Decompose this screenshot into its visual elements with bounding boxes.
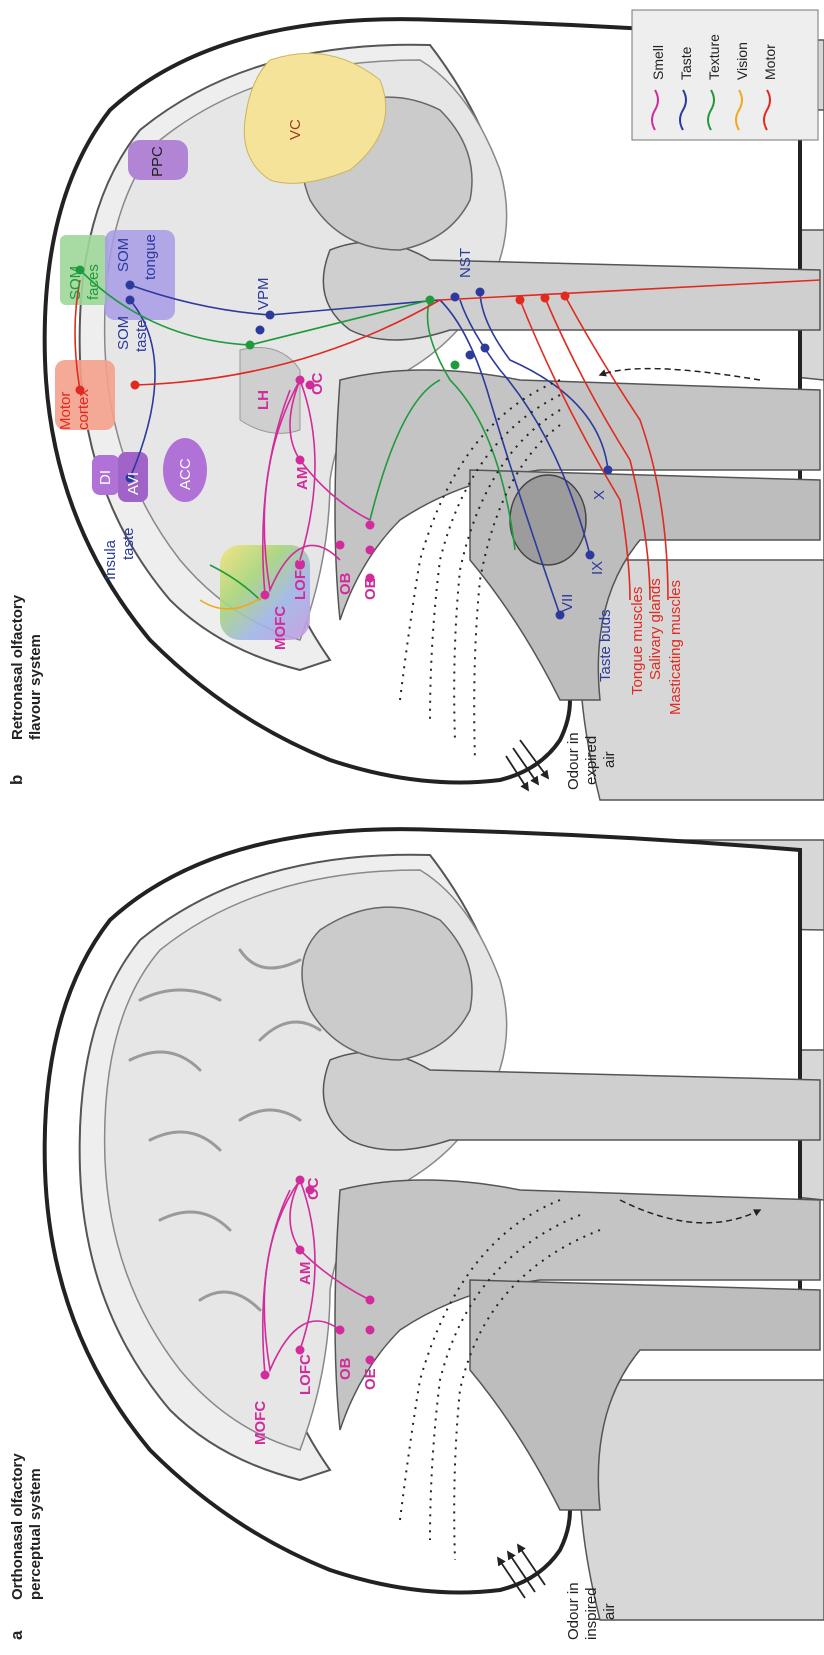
node-a-ob2 xyxy=(366,1296,375,1305)
label-odour-b-1: Odour in xyxy=(565,732,582,790)
node-motor-3 xyxy=(561,292,570,301)
label-salivary-glands: Salivary glands xyxy=(647,578,664,680)
legend: Smell Taste Texture Vision Motor xyxy=(632,10,818,140)
panel-a-letter: a xyxy=(7,1630,26,1640)
panel-b-title-1: Retronasal olfactory xyxy=(9,594,26,740)
label-som-faces-1: SOM xyxy=(67,266,84,300)
label-lh: LH xyxy=(255,390,272,410)
node-x xyxy=(604,466,613,475)
panel-b-title-2: flavour system xyxy=(27,634,44,740)
legend-label-texture: Texture xyxy=(706,34,722,80)
node-motor-2 xyxy=(541,294,550,303)
label-lofc: LOFC xyxy=(292,559,309,600)
node-am xyxy=(296,456,305,465)
label-a-ob: OB xyxy=(337,1357,354,1380)
label-a-am: AM xyxy=(297,1262,314,1285)
node-vpm-2 xyxy=(256,326,265,335)
label-odour-a-1: Odour in xyxy=(565,1582,582,1640)
label-odour-a-2: inspired xyxy=(583,1587,600,1640)
node-a-mofc xyxy=(261,1371,270,1380)
legend-label-smell: Smell xyxy=(650,45,666,80)
label-vii: VII xyxy=(559,594,576,612)
label-nst: NST xyxy=(457,248,474,278)
label-vc: VC xyxy=(287,119,304,140)
node-som-2 xyxy=(126,281,135,290)
label-motor-1: Motor xyxy=(57,392,74,430)
label-di: DI xyxy=(97,470,114,485)
label-a-oe: OE xyxy=(362,1368,379,1390)
node-a-lofc xyxy=(296,1346,305,1355)
node-nx-2 xyxy=(466,351,475,360)
label-oe: OE xyxy=(362,578,379,600)
node-som-3 xyxy=(126,296,135,305)
panel-a-title-2: perceptual system xyxy=(27,1468,44,1600)
node-lh xyxy=(296,376,305,385)
node-ob-2 xyxy=(366,521,375,530)
label-som-tongue-2: tongue xyxy=(142,234,159,280)
label-masticating-muscles: Masticating muscles xyxy=(667,580,684,715)
label-a-lofc: LOFC xyxy=(297,1354,314,1395)
label-acc: ACC xyxy=(177,458,194,490)
legend-label-vision: Vision xyxy=(734,42,750,80)
node-nst-3 xyxy=(476,288,485,297)
label-som-tongue-1: SOM xyxy=(115,238,132,272)
label-ob: OB xyxy=(337,572,354,595)
label-tongue-muscles: Tongue muscles xyxy=(629,587,646,695)
node-a-oc xyxy=(296,1176,305,1185)
node-nx-1 xyxy=(451,361,460,370)
label-am: AM xyxy=(294,467,311,490)
label-som-faces-2: faces xyxy=(85,264,102,300)
label-som-taste-2: taste xyxy=(133,319,150,352)
tongue-b xyxy=(510,475,586,565)
panel-a-title-1: Orthonasal olfactory xyxy=(9,1453,26,1600)
panel-a: MOFC LOFC OE OB AM OC Odour in inspired … xyxy=(7,829,824,1640)
node-a-ob1 xyxy=(336,1326,345,1335)
label-insula-2: taste xyxy=(120,527,137,560)
legend-label-taste: Taste xyxy=(678,46,694,80)
label-vpm: VPM xyxy=(255,277,272,310)
node-nst-2 xyxy=(451,293,460,302)
label-som-taste-1: SOM xyxy=(115,316,132,350)
node-nst-1 xyxy=(426,296,435,305)
label-a-mofc: MOFC xyxy=(252,1401,269,1445)
node-a-oe1 xyxy=(366,1356,375,1365)
node-vpm-1 xyxy=(266,311,275,320)
node-ix xyxy=(586,551,595,560)
node-vpm-3 xyxy=(246,341,255,350)
legend-label-motor: Motor xyxy=(762,44,778,80)
label-mofc: MOFC xyxy=(272,606,289,650)
label-odour-a-3: air xyxy=(601,1603,618,1620)
node-nx-3 xyxy=(481,344,490,353)
node-ofc-1 xyxy=(261,591,270,600)
node-oe-2 xyxy=(366,546,375,555)
label-avi: AVI xyxy=(125,472,142,495)
label-a-oc: OC xyxy=(305,1177,322,1200)
label-motor-2: cortex xyxy=(75,389,92,430)
label-ix: IX xyxy=(589,561,606,575)
label-taste-buds: Taste buds xyxy=(597,609,614,682)
label-odour-b-3: air xyxy=(601,751,618,768)
label-x: X xyxy=(591,490,608,500)
label-ppc: PPC xyxy=(149,146,166,177)
node-a-am xyxy=(296,1246,305,1255)
panel-b-letter: b xyxy=(7,775,26,785)
node-a-oe2 xyxy=(366,1326,375,1335)
node-motor-cx-2 xyxy=(131,381,140,390)
label-insula-1: Insula xyxy=(102,539,119,580)
node-motor-1 xyxy=(516,296,525,305)
node-ob-1 xyxy=(336,541,345,550)
label-oc: OC xyxy=(309,372,326,395)
label-odour-b-2: expired xyxy=(583,736,600,785)
